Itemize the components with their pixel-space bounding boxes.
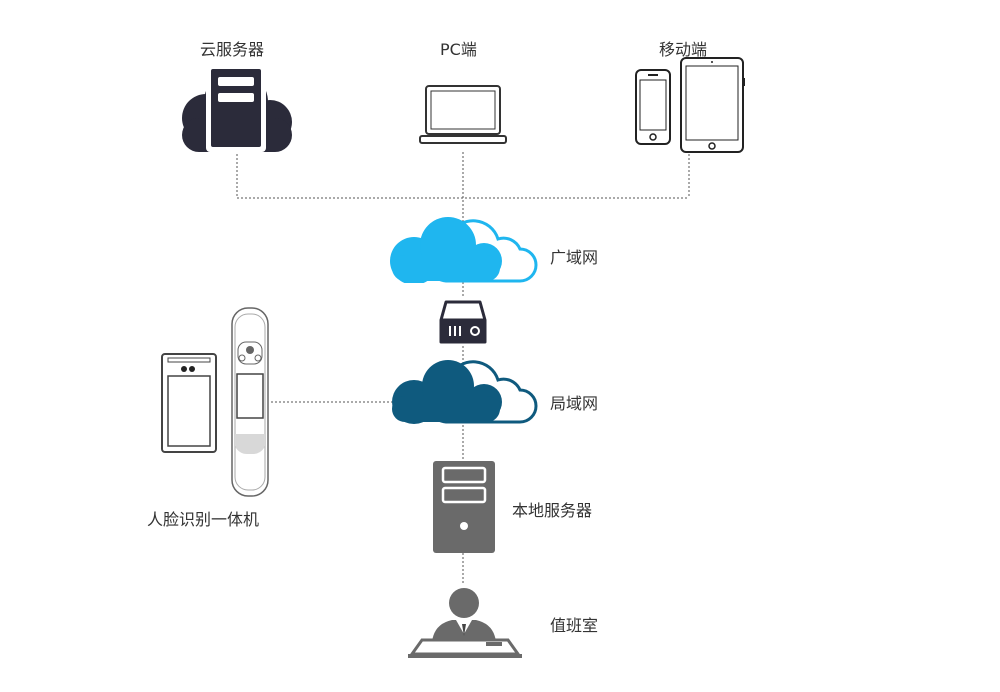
cloud-server-label: 云服务器 <box>200 40 265 59</box>
mobile-label: 移动端 <box>659 40 708 59</box>
mobile-devices-icon <box>635 57 745 153</box>
local-server-label: 本地服务器 <box>512 501 593 520</box>
wan-cloud-icon <box>390 217 538 283</box>
lan-cloud-icon <box>392 360 538 424</box>
face-recognition-terminal-icon <box>161 307 269 497</box>
cloud-server-icon <box>182 64 292 152</box>
laptop-icon <box>419 85 507 144</box>
pc-label: PC端 <box>440 40 477 59</box>
wan-label: 广域网 <box>550 248 599 267</box>
face-terminal-label: 人脸识别一体机 <box>147 510 260 529</box>
lan-label: 局域网 <box>550 394 599 413</box>
duty-room-label: 值班室 <box>550 616 599 635</box>
router-icon <box>439 300 487 344</box>
duty-operator-icon <box>408 588 522 658</box>
local-server-icon <box>433 461 495 553</box>
